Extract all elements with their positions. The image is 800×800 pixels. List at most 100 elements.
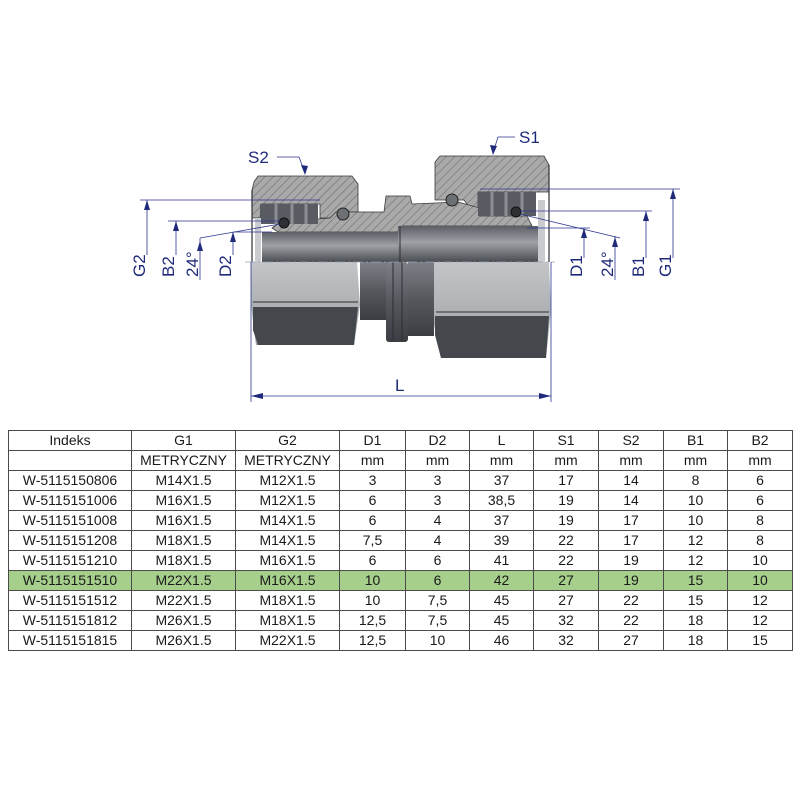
- value-cell: M18X1.5: [131, 550, 236, 571]
- header-cell: L: [469, 430, 534, 451]
- index-cell: W-5115151812: [8, 610, 132, 631]
- value-cell: 37: [469, 510, 534, 531]
- label-b2: B2: [159, 256, 178, 277]
- value-cell: 27: [533, 590, 599, 611]
- value-cell: 7,5: [405, 610, 470, 631]
- value-cell: 22: [598, 610, 664, 631]
- header-cell: D1: [339, 430, 406, 451]
- value-cell: 6: [339, 550, 406, 571]
- value-cell: 10: [727, 550, 793, 571]
- label-g1: G1: [656, 254, 675, 277]
- units-row: METRYCZNY METRYCZNY mm mm mm mm mm mm mm: [8, 450, 793, 471]
- value-cell: 7,5: [339, 530, 406, 551]
- unit-cell: mm: [405, 450, 470, 471]
- value-cell: M16X1.5: [235, 570, 340, 591]
- value-cell: 22: [598, 590, 664, 611]
- value-cell: 45: [469, 610, 534, 631]
- value-cell: M22X1.5: [131, 590, 236, 611]
- unit-cell: METRYCZNY: [131, 450, 236, 471]
- value-cell: 12: [663, 530, 728, 551]
- value-cell: M18X1.5: [235, 610, 340, 631]
- value-cell: 4: [405, 510, 470, 531]
- index-cell: W-5115151208: [8, 530, 132, 551]
- value-cell: 39: [469, 530, 534, 551]
- value-cell: 15: [663, 590, 728, 611]
- value-cell: 8: [727, 510, 793, 531]
- value-cell: 15: [663, 570, 728, 591]
- index-cell: W-5115151512: [8, 590, 132, 611]
- value-cell: M22X1.5: [235, 630, 340, 651]
- unit-cell: mm: [469, 450, 534, 471]
- value-cell: 6: [339, 490, 406, 511]
- value-cell: 22: [533, 550, 599, 571]
- value-cell: 18: [663, 610, 728, 631]
- value-cell: 12: [727, 610, 793, 631]
- unit-cell: mm: [727, 450, 793, 471]
- value-cell: 46: [469, 630, 534, 651]
- value-cell: 42: [469, 570, 534, 591]
- value-cell: 17: [598, 510, 664, 531]
- value-cell: 19: [533, 490, 599, 511]
- label-b1: B1: [629, 256, 648, 277]
- unit-cell: mm: [533, 450, 599, 471]
- value-cell: M22X1.5: [131, 570, 236, 591]
- header-cell: G1: [131, 430, 236, 451]
- header-cell: B1: [663, 430, 728, 451]
- value-cell: 27: [598, 630, 664, 651]
- value-cell: 15: [727, 630, 793, 651]
- dimension-arrows: [144, 145, 676, 399]
- value-cell: 8: [663, 470, 728, 491]
- index-cell: W-5115151006: [8, 490, 132, 511]
- value-cell: 32: [533, 630, 599, 651]
- value-cell: 3: [405, 490, 470, 511]
- value-cell: 3: [339, 470, 406, 491]
- value-cell: 12: [727, 590, 793, 611]
- value-cell: 10: [663, 510, 728, 531]
- value-cell: 6: [727, 490, 793, 511]
- label-d2: D2: [216, 255, 235, 277]
- unit-cell: METRYCZNY: [235, 450, 340, 471]
- header-cell: G2: [235, 430, 340, 451]
- label-s2: S2: [248, 148, 269, 167]
- table-body: Indeks G1 G2 D1 D2 L S1 S2 B1 B2 METRYCZ…: [8, 430, 793, 651]
- value-cell: 37: [469, 470, 534, 491]
- label-g2: G2: [130, 254, 149, 277]
- value-cell: 7,5: [405, 590, 470, 611]
- unit-cell: mm: [663, 450, 728, 471]
- label-angle-right: 24°: [598, 251, 617, 277]
- value-cell: 45: [469, 590, 534, 611]
- value-cell: 12: [663, 550, 728, 571]
- value-cell: M26X1.5: [131, 630, 236, 651]
- value-cell: 10: [663, 490, 728, 511]
- value-cell: 6: [339, 510, 406, 531]
- value-cell: 4: [405, 530, 470, 551]
- value-cell: 19: [598, 550, 664, 571]
- index-cell: W-5115151510: [8, 570, 132, 591]
- value-cell: 6: [405, 550, 470, 571]
- label-s1: S1: [519, 128, 540, 147]
- label-l: L: [395, 376, 404, 395]
- unit-cell: mm: [598, 450, 664, 471]
- value-cell: M14X1.5: [235, 510, 340, 531]
- value-cell: 6: [405, 570, 470, 591]
- label-d1: D1: [567, 255, 586, 277]
- value-cell: 10: [339, 590, 406, 611]
- header-row: Indeks G1 G2 D1 D2 L S1 S2 B1 B2: [8, 430, 793, 451]
- value-cell: 8: [727, 530, 793, 551]
- header-cell: S2: [598, 430, 664, 451]
- value-cell: M18X1.5: [235, 590, 340, 611]
- value-cell: 3: [405, 470, 470, 491]
- header-cell: D2: [405, 430, 470, 451]
- value-cell: 38,5: [469, 490, 534, 511]
- header-cell: Indeks: [8, 430, 132, 451]
- header-cell: S1: [533, 430, 599, 451]
- value-cell: M16X1.5: [131, 490, 236, 511]
- value-cell: M16X1.5: [235, 550, 340, 571]
- value-cell: M16X1.5: [131, 510, 236, 531]
